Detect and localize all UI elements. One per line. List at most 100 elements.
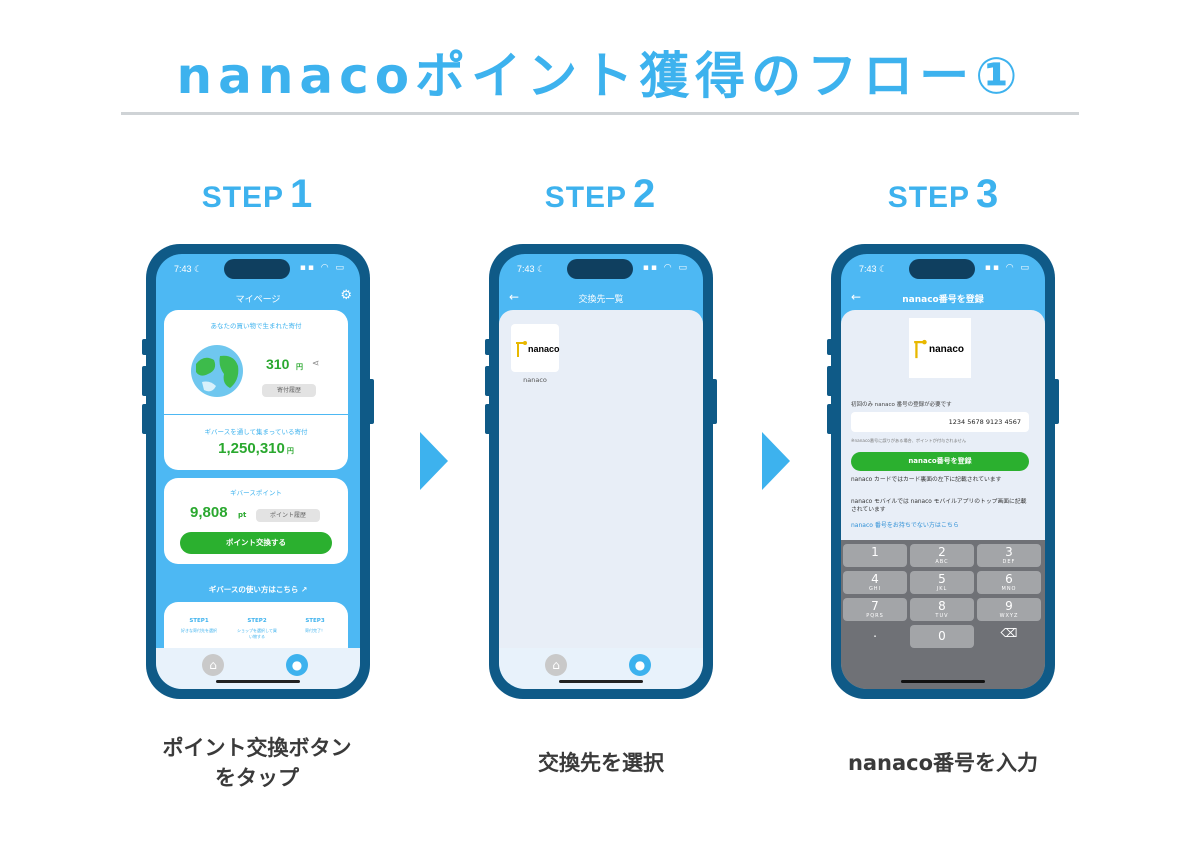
backspace-icon[interactable]: ⌫ [1000, 626, 1018, 640]
key-1[interactable]: 1 [843, 544, 907, 567]
total-heading: ギバースを通して集まっている寄付 [204, 428, 308, 436]
back-arrow-icon[interactable]: ← [851, 290, 862, 304]
register-form: nanaco 初回のみ nanaco 番号の登録が必要です 1234 5678 … [841, 310, 1045, 550]
home-tab-icon[interactable]: ⌂ [545, 654, 567, 676]
mini-step-label: STEP2 [247, 618, 267, 624]
user-tab-icon[interactable]: ● [286, 654, 308, 676]
gear-icon[interactable]: ⚙ [340, 288, 352, 303]
howto-link-label: ギバースの使い方はこちら [208, 585, 299, 594]
exchange-points-button[interactable]: ポイント交換する [180, 532, 332, 554]
status-bar: 7:43 ☾ ▪▪ ◠ ▭ [841, 254, 1045, 284]
status-time: 7:43 ☾ [174, 264, 203, 274]
mini-step: STEP2 ショップを選択して買い物する [236, 618, 278, 640]
points-history-button[interactable]: ポイント履歴 [256, 509, 320, 522]
page-title: nanacoポイント獲得のフロー① [176, 47, 1024, 105]
dynamic-island [224, 259, 290, 279]
key-0[interactable]: 0 [910, 625, 974, 648]
home-tab-icon[interactable]: ⌂ [202, 654, 224, 676]
dynamic-island [909, 259, 975, 279]
donation-heading: あなたの買い物で生まれた寄付 [210, 322, 302, 330]
app-screen: 7:43 ☾ ▪▪ ◠ ▭ ← nanaco番号を登録 nanaco 初回のみ … [841, 254, 1045, 689]
mini-step-text: 寄付完了！ [305, 628, 325, 633]
step1-caption-line2: をタップ [215, 766, 299, 790]
no-nanaco-link[interactable]: nanaco 番号をお持ちでない方はこちら [851, 522, 959, 529]
mini-step-label: STEP1 [189, 618, 209, 624]
status-time: 7:43 ☾ [859, 264, 888, 274]
giraffe-icon [516, 341, 527, 357]
phone-step1: 7:43 ☾ ▪▪ ◠ ▭ マイページ ⚙ あなたの買い物で生まれた寄付 310… [142, 244, 374, 699]
warning-text: ※nanaco番号に誤りがある場合、ポイントが付与されません [851, 438, 967, 443]
nav-title: nanaco番号を登録 [902, 295, 984, 305]
status-bar: 7:43 ☾ ▪▪ ◠ ▭ [499, 254, 703, 284]
nanaco-logo-text: nanaco [528, 344, 560, 354]
donation-unit: 円 [296, 363, 303, 371]
nav-title: 交換先一覧 [578, 295, 624, 305]
donation-card: あなたの買い物で生まれた寄付 310 円 ⋖ 寄付履歴 ギバースを通して集まって… [164, 310, 348, 470]
donation-amount: 310 [266, 356, 290, 372]
donation-history-button[interactable]: 寄付履歴 [262, 384, 316, 397]
mini-step-text: ショップを選択して買い物する [237, 628, 277, 639]
step1-caption-line1: ポイント交換ボタン [162, 736, 352, 760]
back-arrow-icon[interactable]: ← [509, 290, 520, 304]
points-unit: pt [238, 511, 247, 519]
nav-title: マイページ [235, 295, 281, 305]
nanaco-label: nanaco [523, 376, 547, 384]
register-button[interactable]: nanaco番号を登録 [851, 452, 1029, 471]
signal-wifi-battery-icon: ▪▪ ◠ ▭ [642, 263, 689, 273]
register-notice: 初回のみ nanaco 番号の登録が必要です [851, 402, 952, 408]
info-card-text: nanaco カードではカード裏面の左下に記載されています [851, 477, 1002, 483]
key-decimal[interactable]: . [873, 626, 877, 640]
arrow-right-icon [420, 432, 448, 490]
phone-step3: 7:43 ☾ ▪▪ ◠ ▭ ← nanaco番号を登録 nanaco 初回のみ … [827, 244, 1059, 699]
user-tab-icon[interactable]: ● [629, 654, 651, 676]
home-indicator [216, 680, 300, 683]
arrow-right-icon [762, 432, 790, 490]
earth-icon [191, 345, 243, 397]
status-time: 7:43 ☾ [517, 264, 546, 274]
home-indicator [559, 680, 643, 683]
nanaco-logo-tile[interactable]: nanaco [511, 324, 560, 372]
mini-step-label: STEP3 [305, 618, 325, 624]
home-indicator [901, 680, 985, 683]
step-number: 2 [633, 172, 656, 216]
card-divider [164, 414, 348, 415]
total-amount: 1,250,310 [218, 440, 285, 457]
nanaco-number-input[interactable]: 1234 5678 9123 4567 [851, 412, 1029, 432]
info-mobile-text: nanaco モバイルでは nanaco モバイルアプリのトップ画面に記載されて… [851, 499, 1027, 513]
step-word: STEP [544, 181, 628, 214]
step-word: STEP [887, 181, 971, 214]
app-screen: 7:43 ☾ ▪▪ ◠ ▭ ← 交換先一覧 nanaco nanaco ⌂ ● [499, 254, 703, 689]
step1-caption: ポイント交換ボタン をタップ [107, 733, 407, 793]
mini-step: STEP3 寄付完了！ [294, 618, 336, 634]
total-unit: 円 [286, 447, 294, 455]
exchange-list: nanaco nanaco [499, 310, 703, 650]
nanaco-logo: nanaco [909, 318, 971, 378]
step2-caption: 交換先を選択 [538, 751, 664, 775]
tab-bar: ⌂ ● [156, 648, 360, 689]
mini-step-text: 好きな寄付先を選択 [181, 628, 217, 633]
share-icon[interactable]: ⋖ [312, 359, 320, 369]
mini-step: STEP1 好きな寄付先を選択 [178, 618, 220, 634]
points-card: ギバースポイント 9,808 pt ポイント履歴 ポイント交換する [164, 478, 348, 564]
step-number: 1 [290, 172, 313, 216]
step-word: STEP [201, 181, 285, 214]
signal-wifi-battery-icon: ▪▪ ◠ ▭ [299, 263, 346, 273]
signal-wifi-battery-icon: ▪▪ ◠ ▭ [984, 263, 1031, 273]
app-screen: 7:43 ☾ ▪▪ ◠ ▭ マイページ ⚙ あなたの買い物で生まれた寄付 310… [156, 254, 360, 689]
status-bar: 7:43 ☾ ▪▪ ◠ ▭ [156, 254, 360, 284]
howto-link[interactable]: ギバースの使い方はこちら ↗ [156, 584, 360, 595]
points-heading: ギバースポイント [230, 489, 282, 497]
